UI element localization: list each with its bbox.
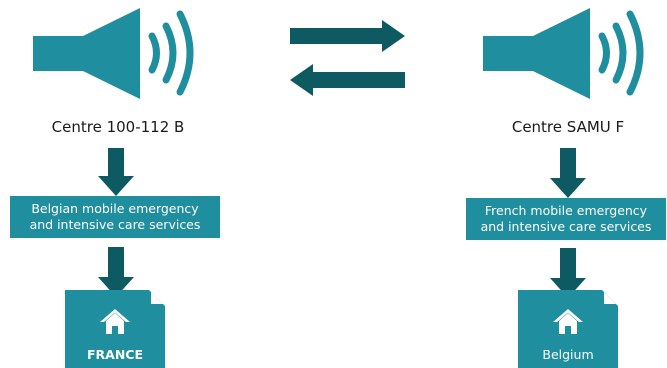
service-line-1: Belgian mobile emergency xyxy=(31,201,199,216)
arrow-down-icon xyxy=(98,148,134,196)
centre-label: Centre SAMU F xyxy=(511,118,625,136)
service-box: French mobile emergency and intensive ca… xyxy=(466,198,666,240)
home-icon xyxy=(100,309,130,334)
destination-label: Belgium xyxy=(542,347,594,362)
arrow-down-icon xyxy=(550,248,586,298)
arrow-down-icon xyxy=(550,148,586,198)
destination-document-icon xyxy=(518,290,618,368)
arrow-left-icon xyxy=(290,64,405,96)
service-box: Belgian mobile emergency and intensive c… xyxy=(10,196,220,238)
arrow-right-icon xyxy=(290,20,405,52)
destination-label: FRANCE xyxy=(86,347,143,362)
speaker-sound-icon xyxy=(483,8,644,99)
home-icon xyxy=(553,309,583,334)
bidirectional-arrows-icon xyxy=(290,20,405,96)
service-line-1: French mobile emergency xyxy=(484,203,648,218)
service-line-2: and intensive care services xyxy=(29,217,201,232)
arrow-down-icon xyxy=(98,247,134,297)
centre-label: Centre 100-112 B xyxy=(51,118,185,136)
service-line-2: and intensive care services xyxy=(480,219,652,234)
speaker-sound-icon xyxy=(33,8,194,99)
destination-document-icon xyxy=(65,290,165,368)
